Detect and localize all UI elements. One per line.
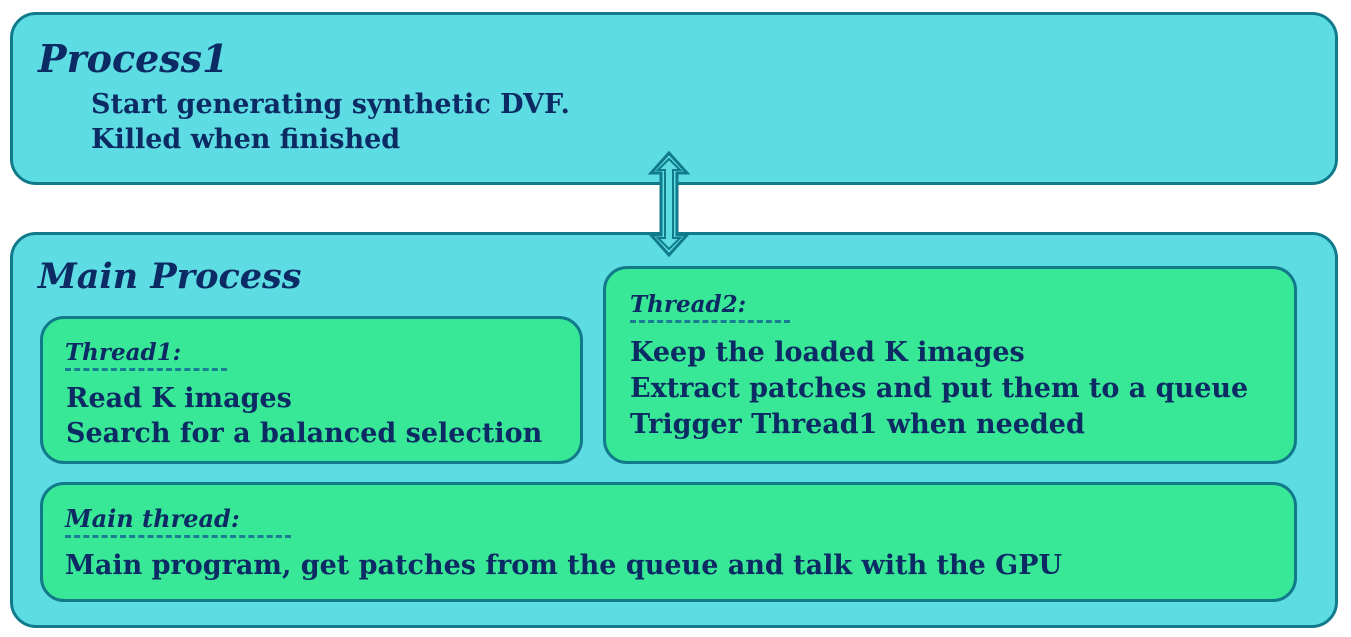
main-thread-label-underline bbox=[65, 535, 291, 538]
process1-line: Killed when finished bbox=[91, 124, 401, 155]
main-process-title: Main Process bbox=[38, 256, 302, 297]
thread2-box: Thread2: Keep the loaded K images Extrac… bbox=[603, 266, 1297, 464]
process1-box: Process1 Start generating synthetic DVF.… bbox=[10, 12, 1338, 185]
thread1-box: Thread1: Read K images Search for a bala… bbox=[40, 316, 583, 464]
thread2-line: Trigger Thread1 when needed bbox=[630, 409, 1085, 440]
thread1-line: Search for a balanced selection bbox=[66, 418, 543, 449]
main-thread-label: Main thread: bbox=[65, 504, 291, 538]
thread2-label-underline bbox=[630, 320, 790, 323]
double-arrow-vertical-icon bbox=[648, 150, 690, 258]
main-thread-box: Main thread: Main program, get patches f… bbox=[40, 482, 1297, 602]
process1-line: Start generating synthetic DVF. bbox=[91, 89, 570, 120]
thread2-label-text: Thread2: bbox=[630, 291, 747, 318]
main-thread-line: Main program, get patches from the queue… bbox=[65, 550, 1063, 581]
thread1-label-text: Thread1: bbox=[65, 339, 182, 366]
thread1-label-underline bbox=[65, 368, 227, 371]
main-thread-description: Main program, get patches from the queue… bbox=[65, 548, 1062, 583]
process1-description: Start generating synthetic DVF. Killed w… bbox=[91, 87, 570, 157]
thread2-label: Thread2: bbox=[630, 291, 790, 323]
thread1-description: Read K images Search for a balanced sele… bbox=[66, 381, 542, 451]
thread2-line: Extract patches and put them to a queue bbox=[630, 373, 1249, 404]
thread2-description: Keep the loaded K images Extract patches… bbox=[630, 335, 1248, 443]
process1-title: Process1 bbox=[38, 36, 229, 81]
thread1-line: Read K images bbox=[66, 383, 292, 414]
thread2-line: Keep the loaded K images bbox=[630, 337, 1025, 368]
main-thread-label-text: Main thread: bbox=[65, 504, 240, 533]
thread1-label: Thread1: bbox=[65, 339, 227, 371]
